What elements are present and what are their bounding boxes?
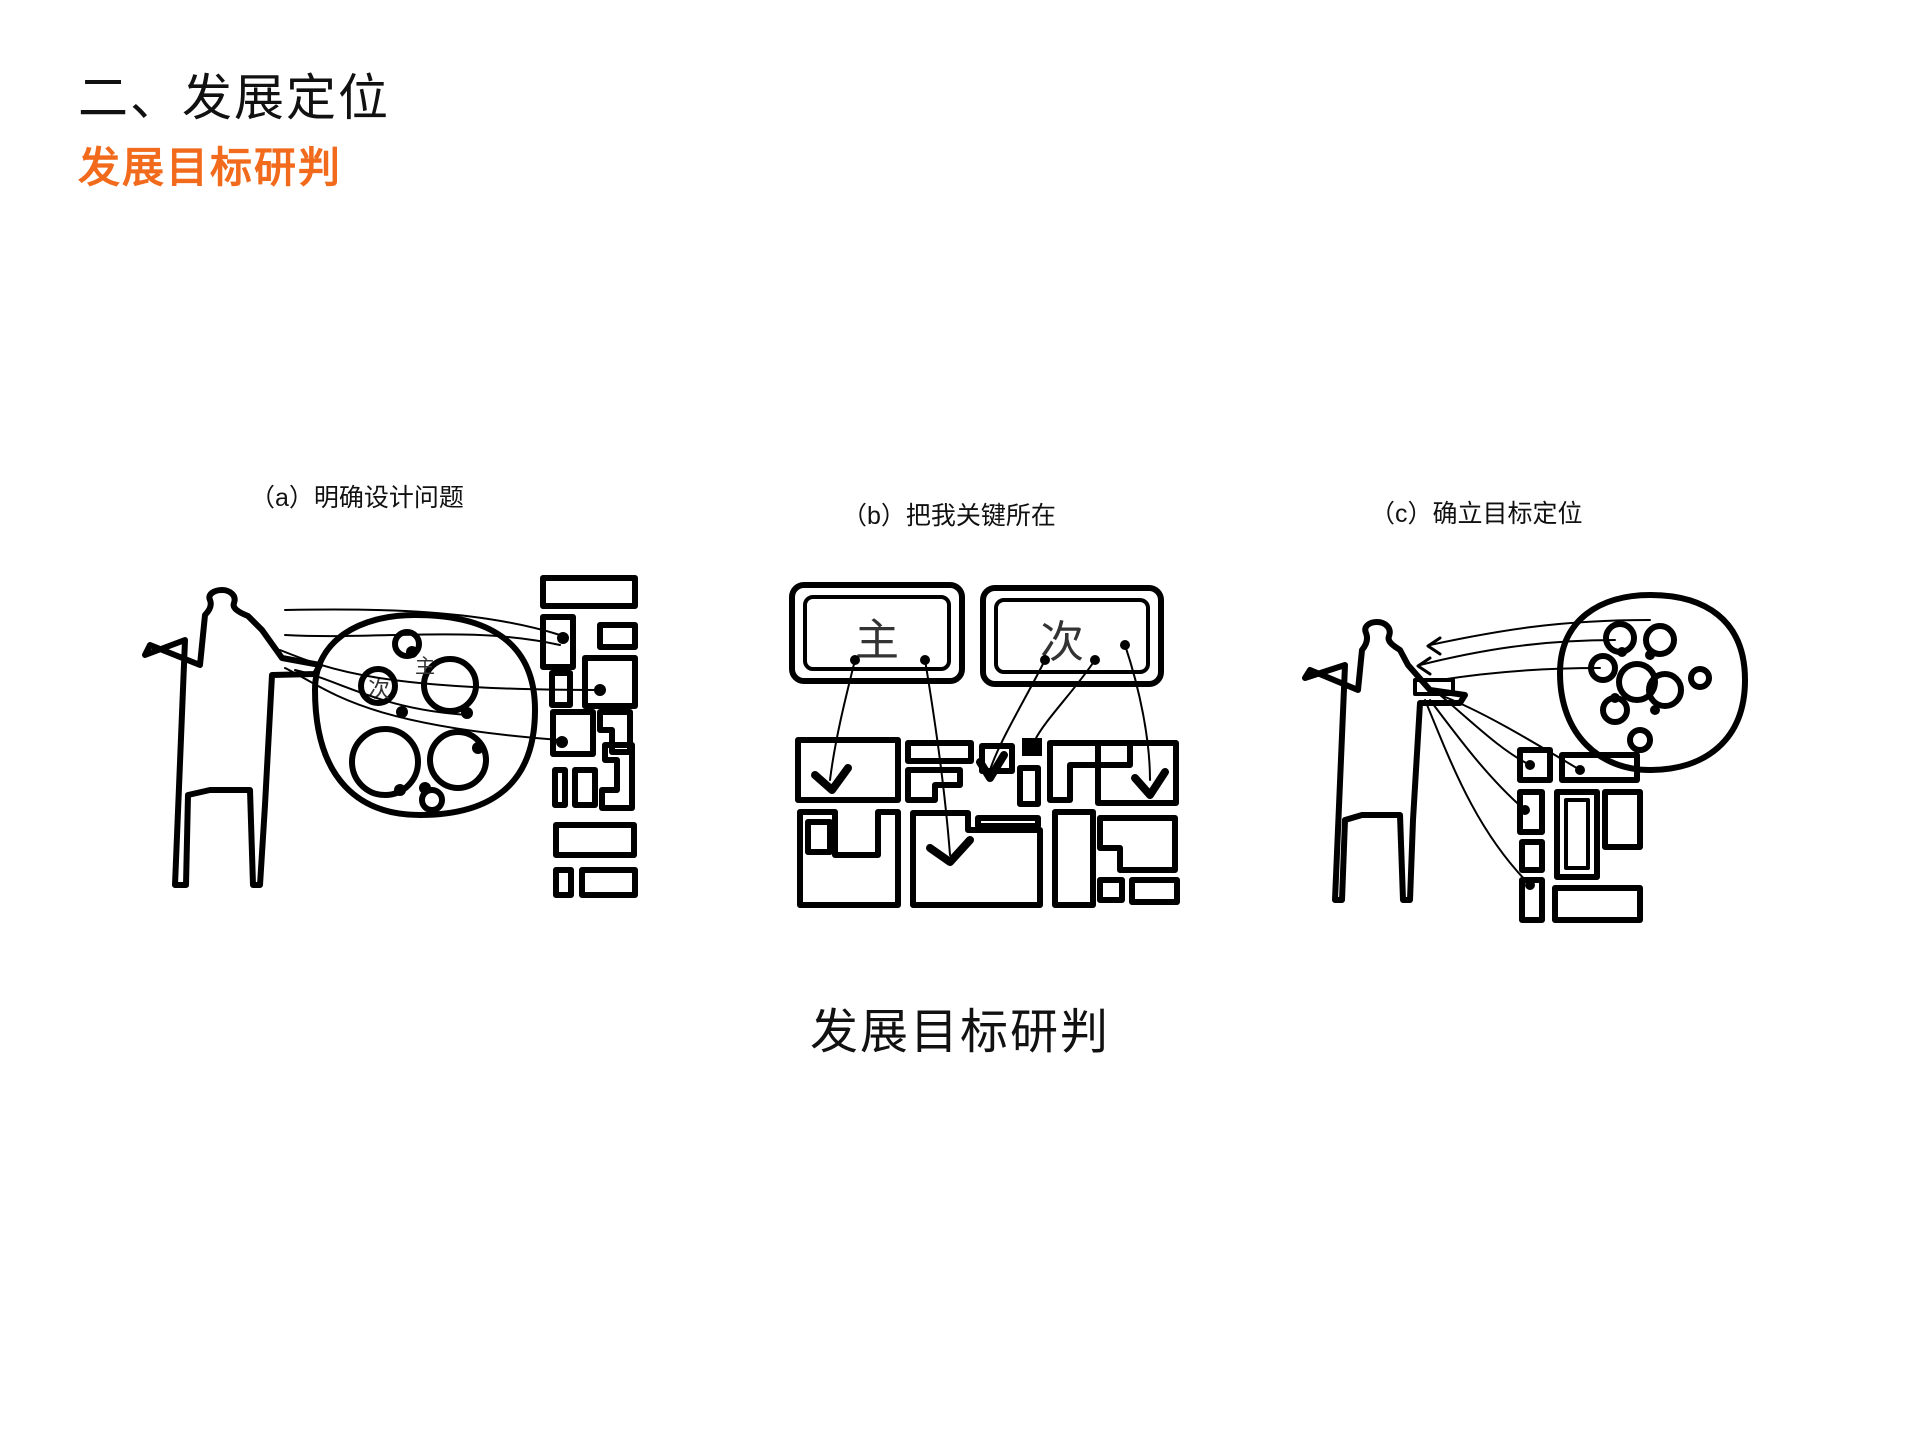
label-primary-b: 主 [855,615,899,666]
panel-c-caption: （c）确立目标定位 [1370,500,1583,528]
connections-a [279,608,606,796]
subtitle: 发展目标研判 [78,144,343,191]
primary-box-b [789,582,965,684]
panel-b-sketch: 主 次 [789,582,1180,908]
target-circle-c [1557,592,1748,773]
arrows-b [811,640,1169,866]
block-grid-b [795,737,1180,908]
figure-caption: 发展目标研判 [809,1006,1110,1059]
panel-b-caption: （b）把我关键所在 [842,502,1056,530]
panel-c-sketch [1302,592,1748,923]
secondary-box-b [980,585,1164,687]
person-figure-c [1302,619,1468,903]
connections-c [1416,619,1660,890]
issue-circle-a [312,612,538,818]
block-grid-a [540,575,638,898]
block-grid-c [1517,747,1643,923]
panel-a-sketch: 次 主 [142,575,638,898]
section-title: 二、发展定位 [78,70,390,126]
label-primary-a: 主 [415,654,435,678]
panel-a-caption: （a）明确设计问题 [250,484,464,512]
person-figure-a [142,587,323,888]
